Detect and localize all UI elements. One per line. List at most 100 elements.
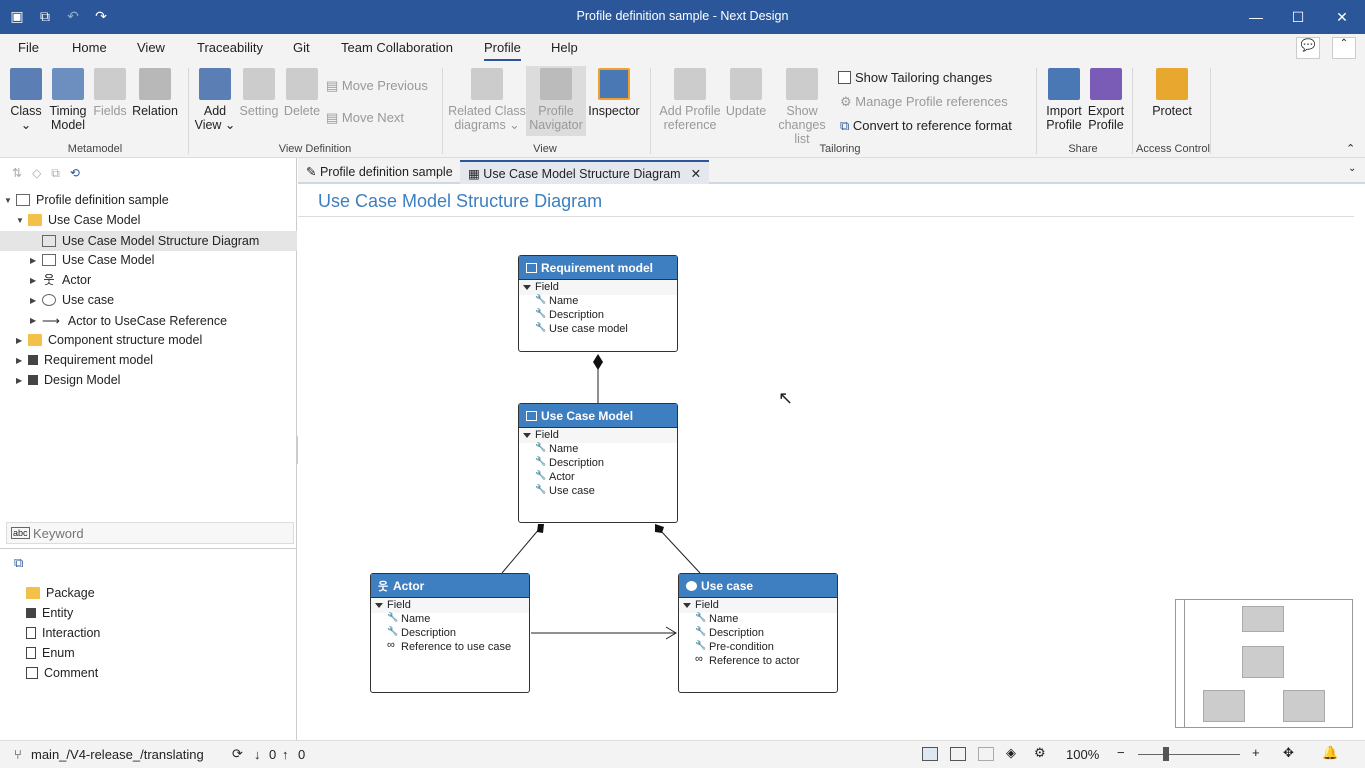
tree-item-structure-diagram[interactable]: Use Case Model Structure Diagram <box>0 231 297 251</box>
tab-profile-definition[interactable]: ✎ Profile definition sample <box>306 165 453 179</box>
class-button[interactable]: Class⌄ <box>6 62 46 132</box>
field-item[interactable]: Use case model <box>519 322 677 337</box>
fields-button[interactable]: Fields <box>91 62 129 118</box>
tree-item-use-case-model-pkg[interactable]: ▼Use Case Model <box>16 213 141 227</box>
field-item[interactable]: Description <box>679 626 837 641</box>
composition-line[interactable] <box>659 529 701 574</box>
zoom-slider[interactable] <box>1138 754 1240 755</box>
layers-icon[interactable]: ◈ <box>1006 745 1016 760</box>
field-item[interactable]: Name <box>519 442 677 457</box>
save-icon[interactable]: ▣ <box>10 8 24 24</box>
palette-package[interactable]: Package <box>24 586 95 600</box>
fit-icon[interactable]: ✥ <box>1283 745 1294 760</box>
field-item[interactable]: Name <box>519 294 677 309</box>
filter-icon[interactable]: ⇅ <box>12 166 33 180</box>
update-button[interactable]: Update <box>724 62 768 118</box>
reference-field-item[interactable]: Reference to use case <box>371 639 529 655</box>
field-group[interactable]: Field <box>371 598 529 613</box>
show-tailoring-checkbox[interactable]: Show Tailoring changes <box>838 70 992 85</box>
field-item[interactable]: Description <box>519 308 677 323</box>
undo-icon[interactable]: ↶ <box>67 8 79 24</box>
chevron-up-icon[interactable]: ⌃ <box>1346 143 1356 155</box>
palette-interaction[interactable]: Interaction <box>24 626 100 640</box>
layout-bottom-icon[interactable] <box>950 747 966 761</box>
node-use-case[interactable]: Use case Field Name Description Pre-cond… <box>678 573 838 693</box>
menu-help[interactable]: Help <box>551 40 578 55</box>
palette-comment[interactable]: Comment <box>24 666 98 680</box>
add-profile-reference-button[interactable]: Add Profile reference <box>656 62 724 132</box>
protect-button[interactable]: Protect <box>1146 62 1198 118</box>
tree-item-use-case[interactable]: ▶Use case <box>30 293 115 307</box>
related-class-diagrams-button[interactable]: Related Class diagrams ⌄ <box>448 62 526 132</box>
minimize-icon[interactable]: — <box>1249 9 1263 25</box>
composition-line[interactable] <box>501 527 541 574</box>
field-group[interactable]: Field <box>679 598 837 613</box>
save-all-icon[interactable]: ⧉ <box>40 8 50 24</box>
layout-left-icon[interactable] <box>922 747 938 761</box>
tab-structure-diagram[interactable]: ▦ Use Case Model Structure Diagram✕ <box>460 160 710 184</box>
expand-triangle-icon[interactable]: ▼ <box>16 215 24 225</box>
sync-icon[interactable]: ⟲ <box>69 166 90 180</box>
export-profile-button[interactable]: Export Profile <box>1084 62 1128 132</box>
field-item[interactable]: Description <box>519 456 677 471</box>
diagram-canvas[interactable]: Use Case Model Structure Diagram Require… <box>298 186 1365 740</box>
delete-button[interactable]: Delete <box>282 62 322 118</box>
checkbox-icon[interactable] <box>838 71 851 84</box>
tree-item-use-case-model[interactable]: ▶Use Case Model <box>30 253 155 267</box>
tree-item-requirement-model[interactable]: ▶Requirement model <box>16 353 154 367</box>
menu-git[interactable]: Git <box>293 40 310 55</box>
field-item[interactable]: Name <box>679 612 837 627</box>
field-item[interactable]: Actor <box>519 470 677 485</box>
timing-model-button[interactable]: Timing Model <box>46 62 90 132</box>
close-icon[interactable]: ✕ <box>1336 8 1348 25</box>
tree-root[interactable]: ▼Profile definition sample <box>4 193 169 207</box>
profile-navigator-button[interactable]: Profile Navigator <box>526 66 586 136</box>
palette-entity[interactable]: Entity <box>24 606 73 620</box>
menu-traceability[interactable]: Traceability <box>197 40 263 55</box>
import-profile-button[interactable]: Import Profile <box>1042 62 1086 132</box>
layout-right-icon[interactable] <box>978 747 994 761</box>
notification-bell-icon[interactable]: 🔔 <box>1322 745 1339 760</box>
expand-triangle-icon[interactable]: ▶ <box>30 295 37 305</box>
inspector-button[interactable]: Inspector <box>586 62 642 118</box>
zoom-slider-thumb[interactable] <box>1163 747 1169 761</box>
search-input[interactable] <box>33 524 288 542</box>
expand-triangle-icon[interactable]: ▼ <box>4 195 12 205</box>
expand-triangle-icon[interactable]: ▶ <box>16 355 23 365</box>
field-group[interactable]: Field <box>519 280 677 295</box>
menu-home[interactable]: Home <box>72 40 107 55</box>
zoom-in-icon[interactable]: + <box>1252 745 1260 760</box>
branch-name[interactable]: main_/V4-release_/translating <box>31 747 204 762</box>
tree-item-actor-usecase-ref[interactable]: ▶⟶Actor to UseCase Reference <box>30 313 228 329</box>
field-group[interactable]: Field <box>519 428 677 443</box>
move-next-button[interactable]: ▤ Move Next <box>326 110 405 125</box>
expand-triangle-icon[interactable]: ▶ <box>16 335 23 345</box>
field-item[interactable]: Description <box>371 626 529 641</box>
node-use-case-model[interactable]: Use Case Model Field Name Description Ac… <box>518 403 678 523</box>
palette-enum[interactable]: Enum <box>24 646 75 660</box>
comment-icon[interactable]: 💬 <box>1296 37 1320 59</box>
minimap-viewport[interactable] <box>1176 600 1185 727</box>
expand-icon[interactable]: ◇ <box>32 166 52 180</box>
menu-view[interactable]: View <box>137 40 165 55</box>
collapse-ribbon-icon[interactable]: ⌃ <box>1332 37 1356 59</box>
convert-reference-format-button[interactable]: ⧉ Convert to reference format <box>840 118 1012 133</box>
show-changes-list-button[interactable]: Show changes list <box>770 62 834 146</box>
tree-item-design-model[interactable]: ▶Design Model <box>16 373 121 387</box>
field-item[interactable]: Pre-condition <box>679 640 837 655</box>
relation-button[interactable]: Relation <box>131 62 179 118</box>
move-previous-button[interactable]: ▤ Move Previous <box>326 78 428 93</box>
reference-field-item[interactable]: Reference to actor <box>679 653 837 669</box>
settings-icon[interactable]: ⚙ <box>1034 745 1046 760</box>
field-item[interactable]: Name <box>371 612 529 627</box>
menu-team-collaboration[interactable]: Team Collaboration <box>341 40 454 55</box>
menu-profile[interactable]: Profile <box>484 40 521 61</box>
minimap[interactable] <box>1175 599 1353 728</box>
add-view-button[interactable]: Add View ⌄ <box>194 62 236 132</box>
expand-triangle-icon[interactable]: ▶ <box>16 375 23 385</box>
chevron-down-icon[interactable]: ⌄ <box>1348 163 1357 174</box>
expand-triangle-icon[interactable]: ▶ <box>30 316 37 325</box>
manage-profile-references-button[interactable]: ⚙ Manage Profile references <box>840 94 1008 109</box>
